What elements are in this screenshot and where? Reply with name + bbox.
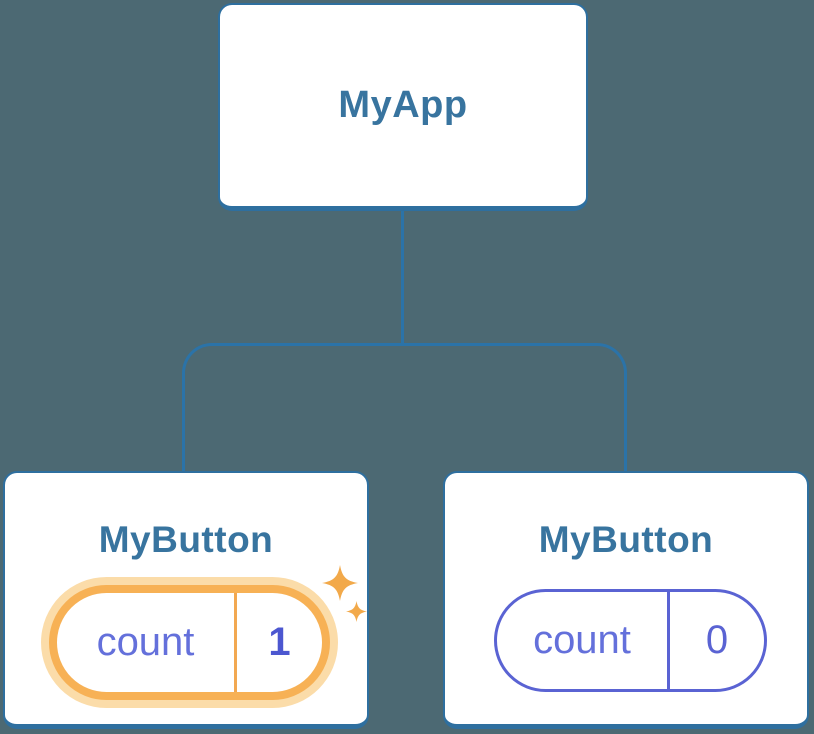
state-pill-divider	[667, 592, 670, 689]
sparkle-icon	[346, 601, 367, 622]
connector-branch	[182, 343, 627, 472]
state-name: count	[96, 620, 195, 664]
node-mybutton-updated-label: MyButton	[98, 519, 274, 560]
state-name: count	[533, 618, 631, 662]
node-mybutton-initial-label: MyButton	[538, 519, 714, 560]
node-mybutton-initial: MyButton count 0	[443, 471, 809, 729]
node-mybutton-updated: MyButton count 1	[3, 471, 369, 729]
sparkle-icon	[322, 565, 358, 601]
state-pill: count 0	[494, 589, 767, 692]
node-myapp-label: MyApp	[338, 84, 468, 126]
state-value: 1	[268, 620, 291, 664]
state-value: 0	[705, 618, 729, 662]
state-pill-highlighted: count 1	[49, 585, 330, 700]
node-myapp: MyApp	[218, 3, 588, 211]
state-pill-divider	[234, 593, 237, 692]
connector-stem	[401, 211, 404, 346]
